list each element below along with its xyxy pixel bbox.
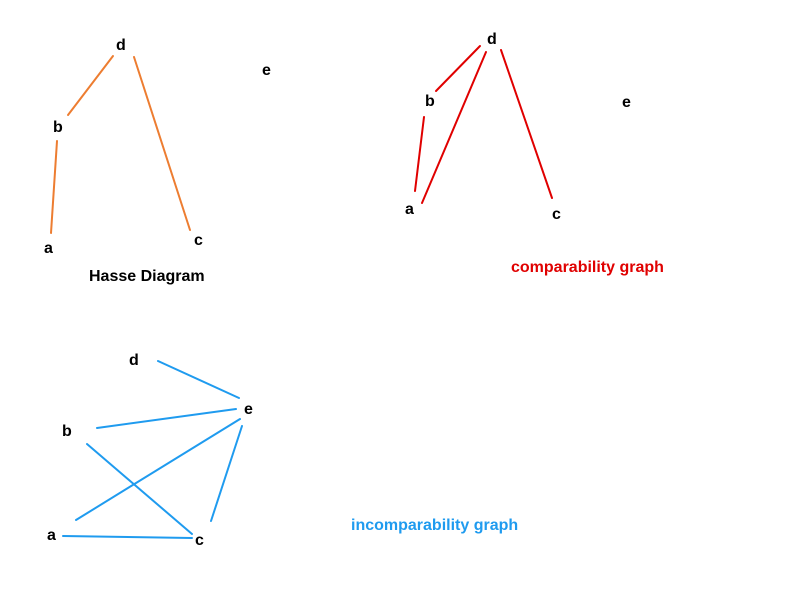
incomparability-node-d: d bbox=[129, 352, 139, 369]
hasse-diagram-title: Hasse Diagram bbox=[89, 268, 205, 285]
hasse-node-d: d bbox=[116, 37, 126, 54]
incomparability-node-a: a bbox=[47, 527, 56, 544]
incomparability-edge-a-e bbox=[75, 418, 241, 521]
incomparability-node-c: c bbox=[195, 532, 204, 549]
hasse-node-c: c bbox=[194, 232, 203, 249]
incomparability-node-b: b bbox=[62, 423, 72, 440]
hasse-node-b: b bbox=[53, 119, 63, 136]
hasse-node-e: e bbox=[262, 62, 271, 79]
hasse-edge-b-d bbox=[67, 55, 114, 116]
incomparability-graph-title: incomparability graph bbox=[351, 517, 519, 534]
comparability-node-d: d bbox=[487, 31, 497, 48]
incomparability-edge-c-e bbox=[210, 425, 243, 522]
comparability-edge-d-c bbox=[500, 49, 553, 199]
incomparability-edge-b-e bbox=[96, 408, 237, 429]
incomparability-node-e: e bbox=[244, 401, 253, 418]
comparability-edge-b-d bbox=[435, 45, 481, 92]
comparability-edge-a-b bbox=[414, 116, 425, 192]
incomparability-edge-a-c bbox=[62, 535, 193, 539]
hasse-edge-a-b bbox=[50, 140, 58, 234]
comparability-node-e: e bbox=[622, 94, 631, 111]
hasse-node-a: a bbox=[44, 240, 53, 257]
incomparability-edge-d-e bbox=[157, 360, 240, 399]
incomparability-edge-b-c bbox=[86, 443, 193, 535]
comparability-graph-title: comparability graph bbox=[511, 259, 664, 276]
comparability-node-c: c bbox=[552, 206, 561, 223]
comparability-node-a: a bbox=[405, 201, 414, 218]
hasse-edge-d-c bbox=[133, 56, 191, 231]
comparability-edge-a-d bbox=[421, 51, 487, 204]
comparability-node-b: b bbox=[425, 93, 435, 110]
